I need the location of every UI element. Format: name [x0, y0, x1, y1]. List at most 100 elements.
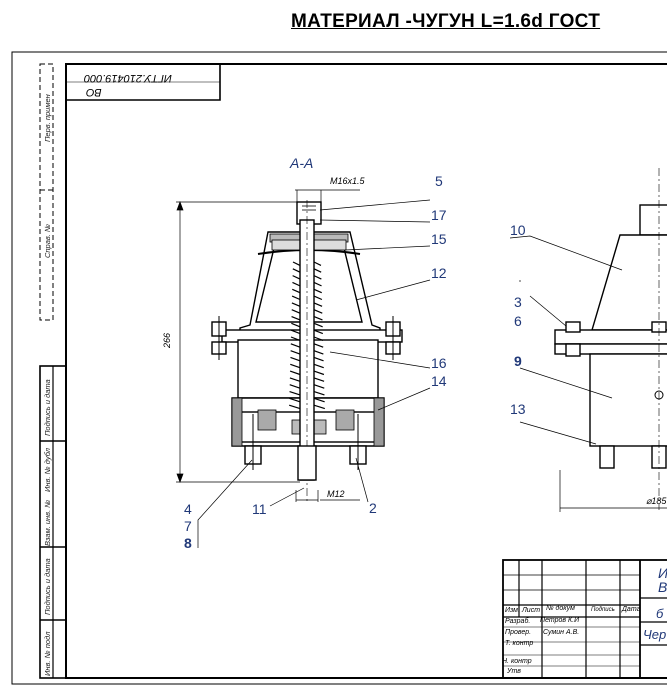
- sheet-title: МАТЕРИАЛ -ЧУГУН L=1.6d ГОСТ: [291, 11, 601, 32]
- dim-thread-bottom: M12: [327, 489, 345, 499]
- spring-coil: [292, 261, 301, 266]
- side-vzam: Взам. инв. №: [43, 499, 52, 546]
- side-podp1: Подпись и дата: [43, 379, 52, 436]
- callout-8: 8: [184, 535, 192, 551]
- spring-coil: [291, 322, 301, 328]
- callout-17: 17: [431, 207, 447, 223]
- section-leaders: [197, 199, 431, 548]
- spring-coil: [291, 302, 301, 307]
- spring-coil: [291, 309, 301, 314]
- dim-diameter: ⌀185: [646, 496, 667, 506]
- spring-coil: [313, 268, 322, 273]
- spring-coil: [313, 281, 322, 287]
- spring-coil: [292, 281, 301, 287]
- tb-nkontr: Н. контр: [502, 658, 532, 665]
- spring: [289, 261, 325, 410]
- spring-coil: [313, 404, 325, 410]
- side-perv: Перв. примен: [43, 94, 52, 142]
- spring-coil: [289, 404, 301, 410]
- callout-6: 6: [514, 313, 522, 329]
- tb-data: Дата: [622, 606, 641, 613]
- callout-3: 3: [514, 294, 522, 310]
- spring-coil: [313, 370, 325, 376]
- tb-prov-name: Сумин А.В.: [543, 629, 580, 636]
- tb-utv: Утв: [507, 668, 521, 675]
- spring-coil: [313, 343, 324, 348]
- spring-coil: [289, 397, 301, 403]
- spring-coil: [313, 329, 324, 335]
- side-leaders: [509, 235, 623, 445]
- side-inv-dubl: Инв. № дубл: [43, 447, 52, 492]
- tb-ndoc: № докум: [546, 605, 575, 612]
- spring-coil: [290, 350, 301, 355]
- section-dimensions: [176, 189, 360, 502]
- tb-razrab-name: Петров К.И: [540, 617, 580, 624]
- spring-coil: [291, 295, 301, 301]
- doc-code-stamp: ИГТУ.210419.000 ВО: [84, 70, 224, 98]
- section-view: [211, 200, 403, 502]
- callout-14: 14: [431, 373, 447, 389]
- doc-code-frame: [66, 64, 221, 101]
- spring-coil: [313, 302, 323, 307]
- tb-izm: Изм.: [505, 607, 520, 614]
- spring-coil: [313, 397, 325, 403]
- doc-code-sub: ВО: [86, 86, 102, 98]
- spring-coil: [289, 384, 301, 389]
- callout-10: 10: [510, 222, 526, 238]
- callout-12: 12: [431, 265, 447, 281]
- side-inv-podl: Инв. № подл: [43, 631, 52, 676]
- callout-11: 11: [252, 501, 267, 517]
- spring-coil: [313, 322, 323, 328]
- tb-razrab-label: Разраб.: [505, 618, 531, 625]
- section-label: А-А: [290, 155, 314, 171]
- tb-prov-label: Провер.: [505, 629, 532, 636]
- tb-tkontr: Т. контр: [505, 640, 534, 647]
- tb-right-mid: б: [656, 606, 664, 621]
- callout-7: 7: [184, 518, 192, 534]
- side-strip: [39, 63, 67, 679]
- spring-coil: [289, 390, 301, 396]
- side-sprav: Справ. №: [43, 223, 52, 258]
- spring-coil: [313, 315, 323, 321]
- tb-list: Лист: [522, 607, 541, 614]
- spring-coil: [313, 390, 325, 396]
- spring-coil: [313, 350, 324, 355]
- spring-coil: [313, 288, 322, 294]
- outer-frame: [11, 51, 667, 685]
- spring-coil: [313, 295, 323, 301]
- tb-right-top: И В: [658, 566, 667, 595]
- spring-coil: [290, 356, 301, 362]
- spring-coil: [290, 329, 301, 335]
- spring-coil: [289, 370, 301, 376]
- doc-code: ИГТУ.210419.000: [84, 72, 172, 84]
- spring-coil: [313, 275, 322, 280]
- tb-podp: Подпись: [591, 607, 615, 613]
- callout-13: 13: [510, 401, 526, 417]
- callout-5: 5: [435, 173, 443, 189]
- spring-coil: [313, 336, 324, 341]
- spring-coil: [313, 309, 323, 314]
- spring-coil: [313, 356, 324, 362]
- spring-coil: [292, 275, 301, 280]
- spring-coil: [289, 377, 301, 382]
- spring-coil: [313, 377, 325, 382]
- callout-16: 16: [431, 355, 447, 371]
- spring-coil: [292, 268, 301, 273]
- callout-15: 15: [431, 231, 447, 247]
- spring-coil: [290, 363, 301, 369]
- callout-4: 4: [184, 501, 192, 517]
- spring-coil: [313, 261, 322, 266]
- spring-coil: [313, 363, 324, 369]
- callout-9: 9: [514, 353, 522, 369]
- callout-2: 2: [369, 500, 377, 516]
- dim-height: 266: [162, 332, 172, 348]
- spring-coil: [313, 384, 325, 389]
- dim-thread-top: M16x1.5: [330, 176, 365, 186]
- spring-coil: [290, 336, 301, 341]
- spring-coil: [292, 288, 301, 294]
- side-view: [554, 168, 667, 512]
- spring-coil: [291, 315, 301, 321]
- spring-coil: [290, 343, 301, 348]
